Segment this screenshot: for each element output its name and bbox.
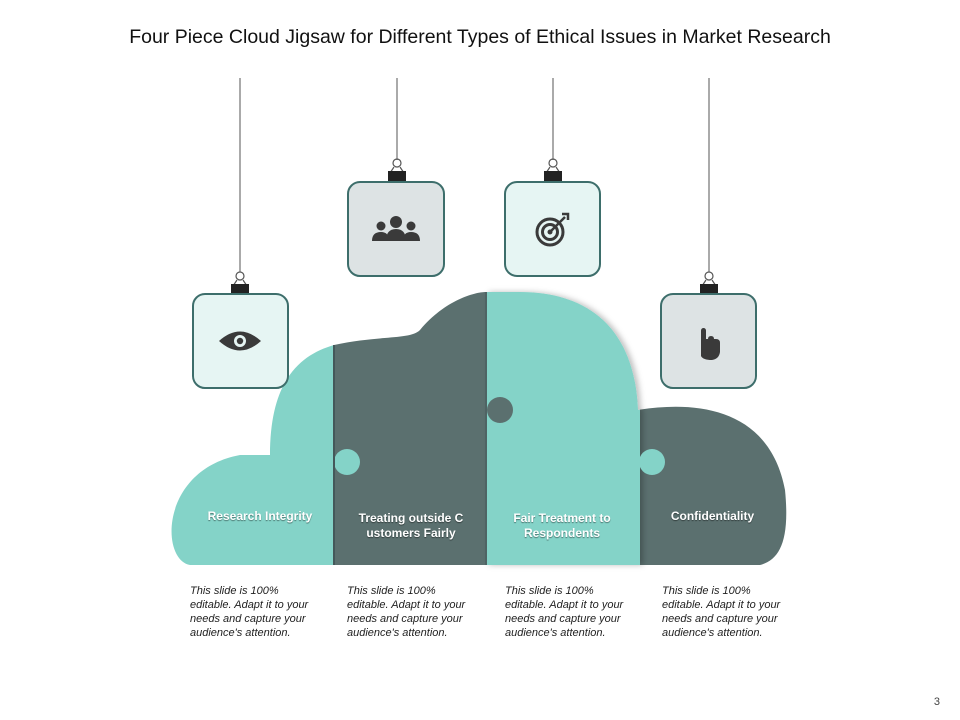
description-research-integrity: This slide is 100% editable. Adapt it to… bbox=[190, 585, 309, 639]
piece-label-confidentiality: Confidentiality bbox=[670, 509, 755, 523]
slide-title: Four Piece Cloud Jigsaw for Different Ty… bbox=[129, 26, 831, 48]
jigsaw-knob-3 bbox=[639, 449, 665, 475]
piece-label-fair-treatment-line2: Respondents bbox=[523, 526, 600, 540]
piece-label-fair-treatment: Fair Treatment to Respondents bbox=[492, 511, 632, 541]
page-number: 3 bbox=[933, 696, 940, 708]
pointer-hand-icon bbox=[701, 328, 720, 360]
team-icon bbox=[372, 216, 420, 241]
hang-card-1 bbox=[192, 271, 289, 389]
description-confidentiality: This slide is 100% editable. Adapt it to… bbox=[662, 585, 781, 639]
piece-label-treating-customers-line2: ustomers Fairly bbox=[366, 526, 456, 540]
jigsaw-knob-1 bbox=[334, 449, 360, 475]
jigsaw-knob-2 bbox=[487, 397, 513, 423]
piece-label-fair-treatment-line1: Fair Treatment to bbox=[513, 511, 611, 525]
target-icon bbox=[535, 212, 570, 247]
hang-card-4 bbox=[660, 271, 757, 389]
piece-label-treating-customers: Treating outside C ustomers Fairly bbox=[340, 511, 482, 541]
description-fair-treatment: This slide is 100% editable. Adapt it to… bbox=[505, 585, 624, 639]
hang-card-3 bbox=[504, 158, 601, 277]
eye-icon bbox=[219, 331, 261, 351]
piece-label-treating-customers-line1: Treating outside C bbox=[358, 511, 464, 525]
piece-label-research-integrity: Research Integrity bbox=[207, 509, 313, 523]
description-treating-customers: This slide is 100% editable. Adapt it to… bbox=[347, 585, 466, 639]
